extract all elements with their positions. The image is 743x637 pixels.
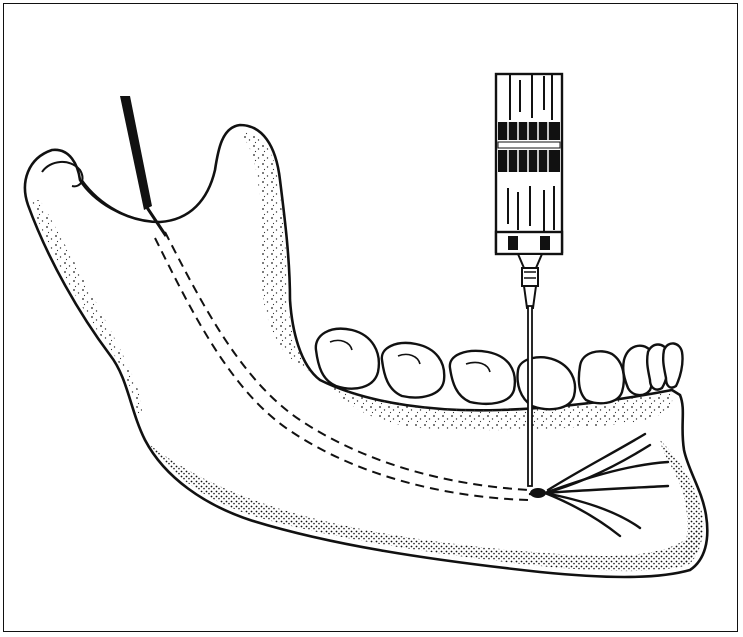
inferior-alveolar-nerve [120,96,152,210]
molar-3 [316,329,379,389]
premolar-1 [579,351,624,403]
molar-2 [382,343,444,397]
syringe-needle [528,306,532,486]
premolar-2 [518,357,576,409]
syringe-collar [496,232,562,254]
mental-foramen [530,488,546,498]
incisor-1 [663,343,682,387]
molar-1 [450,351,515,404]
needle-hub [518,254,542,268]
